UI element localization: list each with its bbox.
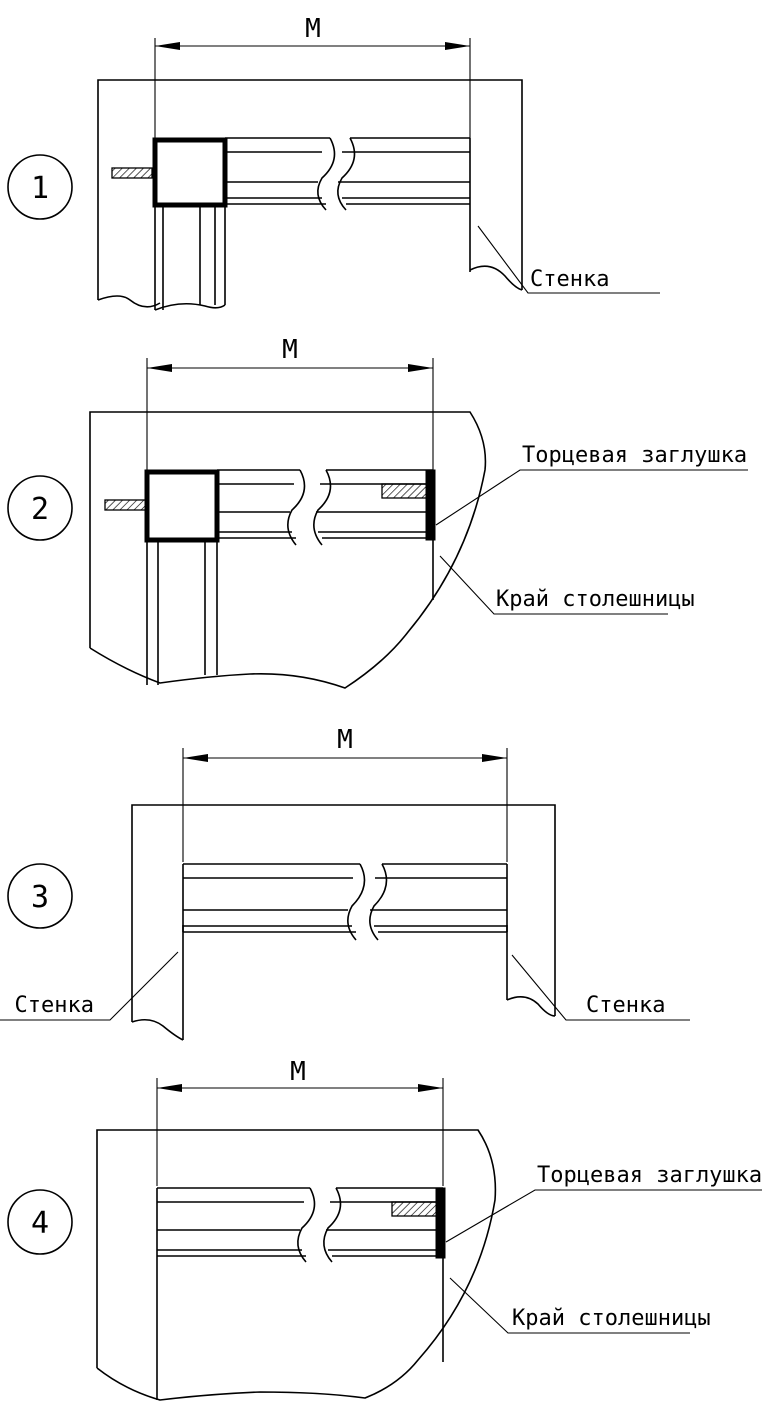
figure-3-number: 3 <box>7 863 73 929</box>
figure-4-rail <box>156 1187 446 1400</box>
svg-text:M: M <box>305 14 321 44</box>
figure-2-number: 2 <box>7 475 73 541</box>
figure-1-wall-leader: Стенка <box>477 225 660 294</box>
svg-text:1: 1 <box>31 171 49 206</box>
figure-1-dimension: M <box>154 14 471 138</box>
figure-2-dimension: M <box>146 335 434 470</box>
figure-3-dimension: M <box>182 725 508 862</box>
figure-4-edge-leader: Край столешницы <box>449 1277 711 1334</box>
figure-4-number: 4 <box>7 1189 73 1255</box>
figure-4-dimension: M <box>156 1057 444 1186</box>
figure-2-edge-leader: Край столешницы <box>439 555 695 615</box>
tabletop-edge-label: Край столешницы <box>496 587 695 612</box>
figure-3-right-wall-leader: Стенка <box>511 954 690 1021</box>
figure-4-endcap-leader: Торцевая заглушка <box>445 1163 762 1243</box>
tabletop-edge-label: Край столешницы <box>512 1306 711 1331</box>
figure-2-leg <box>104 469 220 685</box>
figure-1: 1 M <box>7 14 660 311</box>
figure-2-endcap-leader: Торцевая заглушка <box>435 443 748 526</box>
figure-2-tabletop-outline <box>89 411 487 689</box>
left-wall-label: Стенка <box>15 993 94 1018</box>
figure-3-rail <box>182 863 508 941</box>
figure-2: 2 M <box>7 335 748 689</box>
figure-4: 4 M Торцевая заглушка <box>7 1057 762 1401</box>
figure-1-leg <box>111 137 228 311</box>
figure-4-tabletop-outline <box>96 1129 497 1401</box>
end-cap-label: Торцевая заглушка <box>522 443 747 468</box>
figure-2-rail <box>217 469 436 600</box>
figure-1-wall-outline <box>97 79 523 308</box>
svg-text:2: 2 <box>31 492 49 527</box>
svg-text:M: M <box>337 725 353 755</box>
figure-3-wall-outline <box>131 804 556 1041</box>
figure-3-left-wall-leader: Стенка <box>0 951 179 1021</box>
figure-1-rail <box>225 137 471 272</box>
wall-label: Стенка <box>530 267 609 292</box>
svg-text:M: M <box>282 335 298 365</box>
svg-text:M: M <box>290 1057 306 1087</box>
end-cap-label: Торцевая заглушка <box>537 1163 762 1188</box>
figure-3: 3 M Стенка <box>0 725 690 1041</box>
svg-text:3: 3 <box>31 880 49 915</box>
figure-1-number: 1 <box>7 154 73 220</box>
svg-text:4: 4 <box>31 1206 49 1241</box>
right-wall-label: Стенка <box>586 993 665 1018</box>
